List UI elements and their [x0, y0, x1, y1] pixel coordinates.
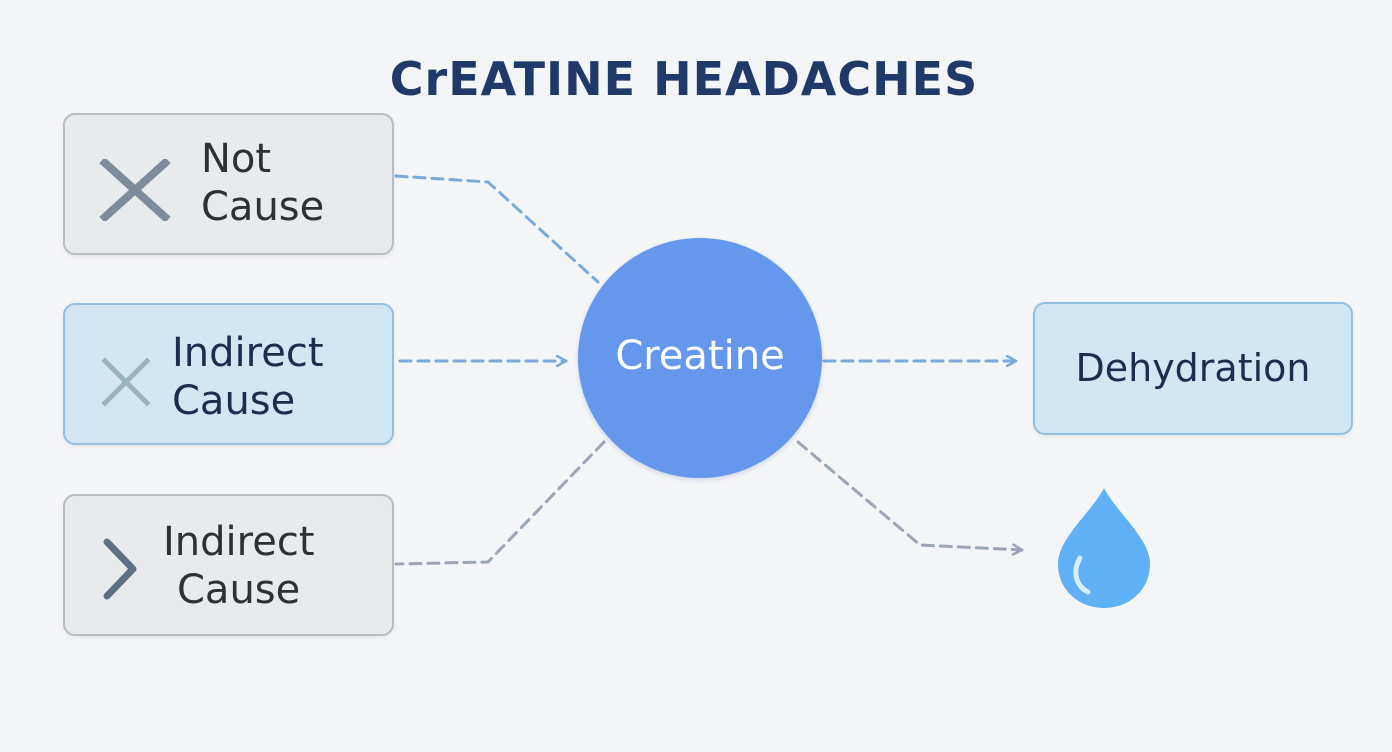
node-not-cause: Not Cause: [63, 113, 394, 255]
node-creatine: Creatine: [578, 238, 822, 478]
connector-creatine-to-indirect-cause-bottom: [394, 440, 606, 566]
node-indirect-cause-secondary-line2: Cause: [177, 567, 301, 613]
node-indirect-cause-primary: Indirect Cause: [63, 303, 394, 445]
node-indirect-cause-secondary-label: Indirect Cause: [163, 518, 315, 614]
node-not-cause-line1: Not: [201, 136, 272, 182]
node-indirect-cause-primary-line2: Cause: [172, 378, 296, 424]
water-drop-icon: [1052, 486, 1156, 612]
node-indirect-cause-primary-label: Indirect Cause: [172, 329, 324, 425]
x-mark-icon: [101, 357, 151, 407]
x-mark-icon: [99, 157, 171, 223]
node-not-cause-line2: Cause: [201, 184, 325, 230]
node-indirect-cause-primary-line1: Indirect: [172, 330, 324, 376]
node-not-cause-label: Not Cause: [201, 135, 324, 231]
diagram-title: CrEATINE HEADACHES: [389, 52, 979, 106]
node-creatine-label: Creatine: [615, 333, 785, 379]
connector-creatine-to-water-drop: [796, 440, 1024, 550]
connector-not-cause-to-creatine: [394, 174, 600, 284]
node-indirect-cause-secondary: Indirect Cause: [63, 494, 394, 636]
node-dehydration-label: Dehydration: [1075, 346, 1311, 390]
chevron-right-icon: [101, 538, 141, 600]
node-indirect-cause-secondary-line1: Indirect: [163, 519, 315, 565]
node-dehydration: Dehydration: [1033, 302, 1353, 435]
